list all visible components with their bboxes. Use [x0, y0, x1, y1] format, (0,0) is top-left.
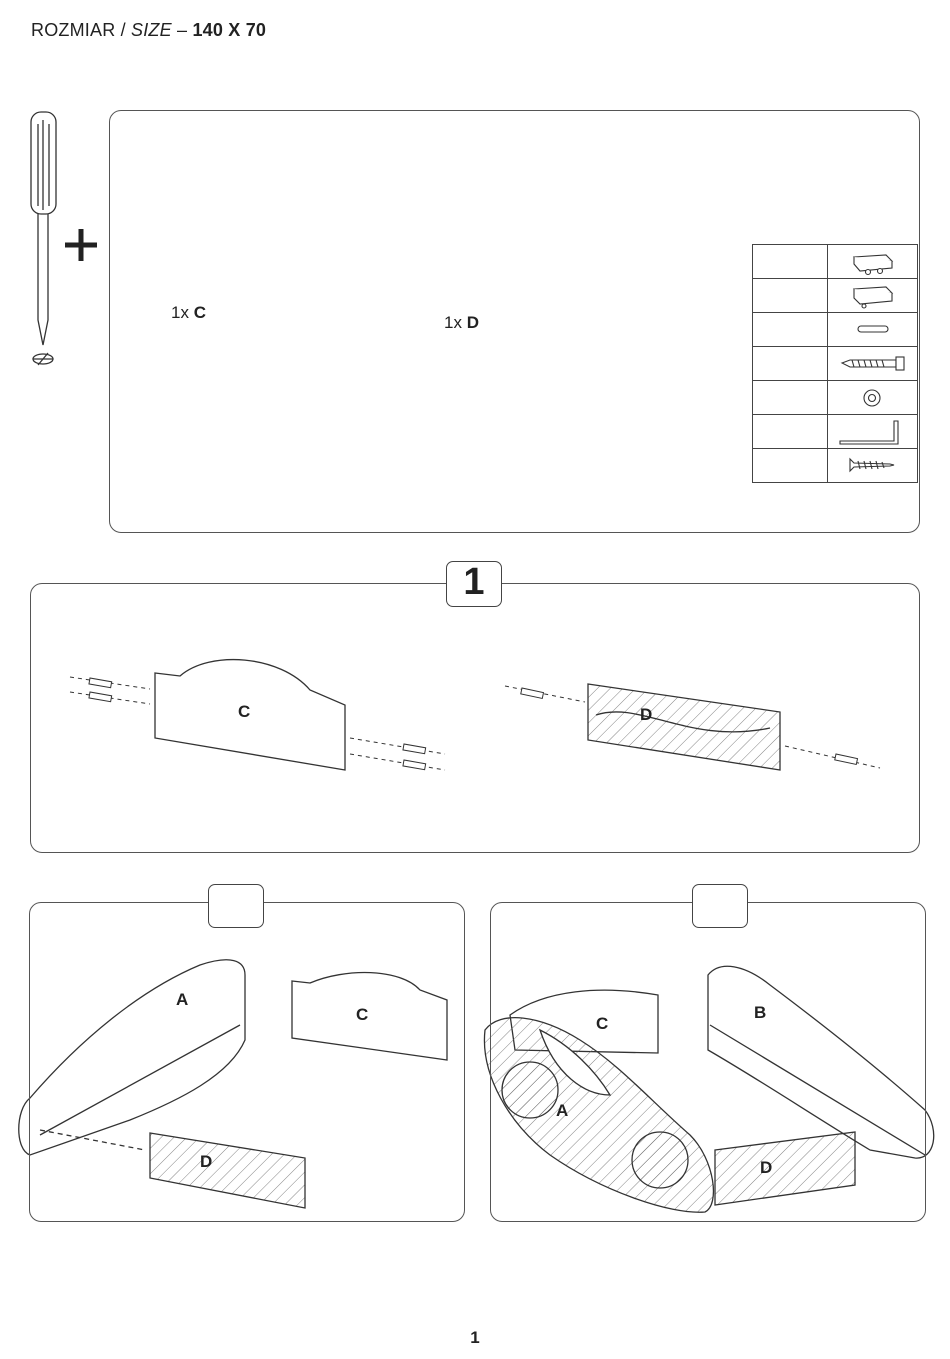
wood-screw-icon [828, 449, 918, 483]
part-d-qty: 1x [444, 313, 462, 332]
hardware-row [753, 381, 918, 415]
cam-nut-icon [828, 381, 918, 415]
corner-bracket-icon [828, 279, 918, 313]
step1-number: 1 [446, 561, 502, 607]
page-number: 1 [0, 1328, 950, 1348]
step3-number [692, 884, 748, 928]
part-d-letter: D [467, 313, 479, 332]
step3-label-c: C [596, 1014, 608, 1034]
part-c-qty: 1x [171, 303, 189, 322]
hardware-count [753, 415, 828, 449]
part-d-quantity: 1x D [444, 313, 479, 333]
hardware-count [753, 449, 828, 483]
hardware-row [753, 415, 918, 449]
step3-panel [490, 902, 926, 1222]
step3-label-d: D [760, 1158, 772, 1178]
step2-label-c: C [356, 1005, 368, 1025]
hardware-row [753, 449, 918, 483]
hardware-count [753, 347, 828, 381]
part-c-quantity: 1x C [171, 303, 206, 323]
step2-panel [29, 902, 465, 1222]
hardware-table [752, 244, 918, 483]
step2-label-d: D [200, 1152, 212, 1172]
step2-label-a: A [176, 990, 188, 1010]
allen-key-icon [828, 415, 918, 449]
step1-panel [30, 583, 920, 853]
step3-label-b: B [754, 1003, 766, 1023]
wooden-dowel-icon [828, 313, 918, 347]
hardware-row [753, 313, 918, 347]
step1-label-c: C [238, 702, 250, 722]
hardware-count [753, 313, 828, 347]
confirmat-screw-icon [828, 347, 918, 381]
hardware-count [753, 279, 828, 313]
hardware-row [753, 279, 918, 313]
part-c-letter: C [194, 303, 206, 322]
hardware-count [753, 381, 828, 415]
step3-label-a: A [556, 1101, 568, 1121]
step1-label-d: D [640, 705, 652, 725]
hardware-row [753, 245, 918, 279]
hardware-row [753, 347, 918, 381]
step2-number [208, 884, 264, 928]
corner-bracket-icon [828, 245, 918, 279]
hardware-count [753, 245, 828, 279]
